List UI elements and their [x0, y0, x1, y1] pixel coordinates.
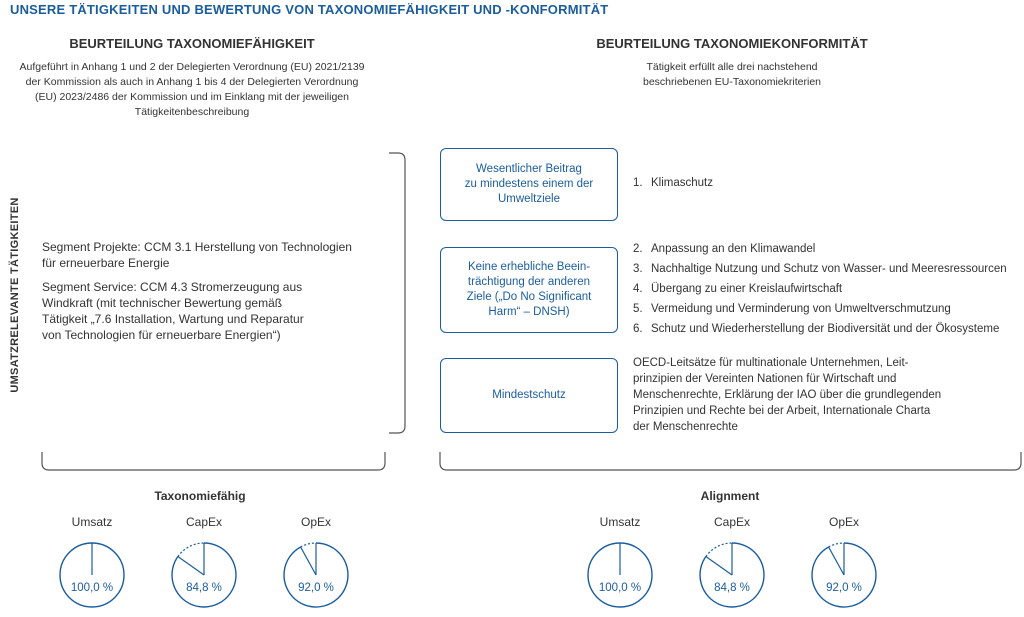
- box-line: Harm“ – DNSH): [488, 306, 570, 318]
- box-line: trächtigung der anderen: [467, 276, 591, 288]
- segment-service-line: Tätigkeit „7.6 Installation, Wartung und…: [42, 312, 304, 326]
- pie-slice-value: [699, 542, 765, 608]
- left-description-line: der Kommission als auch in Anhang 1 bis …: [25, 76, 359, 88]
- pie-chart: [59, 542, 125, 608]
- pie-value: 92,0 %: [298, 582, 334, 594]
- criterion-text: Übergang zu einer Kreislaufwirtschaft: [651, 283, 843, 295]
- criterion-item: 6. Schutz und Wiederherstellung der Biodi…: [633, 323, 999, 335]
- right-curly-bracket: [389, 152, 406, 434]
- right-bottom-bracket: [439, 452, 1022, 471]
- pie-value: 100,0 %: [598, 582, 642, 594]
- pie-slice-remainder: [177, 542, 205, 557]
- criterion-number: 4.: [633, 283, 643, 295]
- right-description-line: Tätigkeit erfüllt alle drei nachstehend: [646, 61, 818, 73]
- left-heading: BEURTEILUNG TAXONOMIEFÄHIGKEIT: [69, 36, 315, 51]
- criterion-text: Nachhaltige Nutzung und Schutz von Wasse…: [651, 263, 1007, 275]
- criterion-number: 5.: [633, 303, 643, 315]
- right-heading: BEURTEILUNG TAXONOMIEKONFORMITÄT: [596, 36, 868, 51]
- segment-projects-line: für erneuerbare Energie: [42, 256, 170, 270]
- pie-slice-value: [283, 542, 349, 608]
- page-title: UNSERE TÄTIGKEITEN UND BEWERTUNG VON TAX…: [10, 2, 609, 17]
- left-description-line: Aufgeführt in Anhang 1 und 2 der Delegie…: [19, 61, 365, 73]
- box-substantial-contribution: Wesentlicher Beitrag zu mindestens einem…: [440, 148, 618, 221]
- segment-service-line: Segment Service: CCM 4.3 Stromerzeugung …: [42, 280, 303, 294]
- criterion-text: Schutz und Wiederherstellung der Biodive…: [651, 323, 1000, 335]
- box-minimum-safeguards: Mindestschutz: [440, 358, 618, 433]
- pie-radius-line: [300, 546, 317, 576]
- minimum-safeguards-text: OECD-Leitsätze für multinationale Untern…: [633, 355, 1018, 435]
- oecd-line: Prinzipien und Rechte bei der Arbeit, In…: [633, 405, 931, 417]
- pie-slice-remainder: [705, 542, 733, 557]
- criterion-number: 6.: [633, 323, 643, 335]
- criterion-item: 1. Klimaschutz: [633, 177, 713, 189]
- pie-slice-value: [171, 542, 237, 608]
- oecd-line: prinzipien der Vereinten Nationen für Wi…: [633, 373, 897, 385]
- segment-service-line: Windkraft (mit technischer Bewertung gem…: [42, 296, 283, 310]
- criterion-text: Anpassung an den Klimawandel: [651, 243, 816, 255]
- pie-value: 84,8 %: [714, 582, 750, 594]
- pie-chart: [811, 542, 877, 608]
- left-description-line: (EU) 2023/2486 der Kommission und im Ein…: [35, 91, 349, 103]
- box-line: Ziele („Do No Significant: [466, 291, 592, 303]
- criterion-number: 3.: [633, 263, 643, 275]
- oecd-line: der Menschenrechte: [633, 421, 738, 433]
- oecd-line: Menschenrechte, Erklärung der IAO über d…: [633, 389, 942, 401]
- box-line: Keine erhebliche Beein-: [467, 261, 591, 273]
- pie-label: OpEx: [828, 515, 859, 529]
- criterion-item: 2. Anpassung an den Klimawandel: [633, 243, 815, 255]
- pie-chart: [171, 542, 237, 608]
- chart-group-title-taxonomy-eligible: Taxonomiefähig: [154, 489, 246, 503]
- box-line: Mindestschutz: [492, 389, 566, 401]
- pie-radius-line: [828, 546, 845, 576]
- pie-label: CapEx: [713, 515, 751, 529]
- box-line: Umweltziele: [497, 193, 560, 205]
- segment-projects-line: Segment Projekte: CCM 3.1 Herstellung vo…: [42, 240, 352, 254]
- pie-slice-remainder: [828, 542, 845, 548]
- criterion-text: Vermeidung und Verminderung von Umweltve…: [651, 303, 951, 315]
- criterion-item: 4. Übergang zu einer Kreislaufwirtschaft: [633, 283, 842, 295]
- pie-radius-line: [705, 556, 733, 576]
- pie-label: OpEx: [300, 515, 331, 529]
- pie-value: 84,8 %: [186, 582, 222, 594]
- pie-value: 100,0 %: [70, 582, 114, 594]
- box-line: Wesentlicher Beitrag: [476, 163, 582, 175]
- pie-chart: [587, 542, 653, 608]
- criterion-item: 5. Vermeidung und Verminderung von Umwelt…: [633, 303, 951, 315]
- criterion-number: 1.: [633, 177, 643, 189]
- pie-slice-value: [811, 542, 877, 608]
- left-description-line: Tätigkeitenbeschreibung: [134, 106, 250, 118]
- pie-label: Umsatz: [599, 515, 641, 529]
- oecd-line: OECD-Leitsätze für multinationale Untern…: [633, 357, 909, 369]
- pie-slice-remainder: [300, 542, 317, 548]
- criterion-item: 3. Nachhaltige Nutzung und Schutz von Was…: [633, 263, 1007, 275]
- box-dnsh: Keine erhebliche Beein- trächtigung der …: [440, 247, 618, 333]
- pie-label: CapEx: [185, 515, 223, 529]
- segment-service: Segment Service: CCM 4.3 Stromerzeugung …: [42, 279, 382, 343]
- right-description-line: beschriebenen EU-Taxonomiekriterien: [642, 76, 821, 88]
- pie-value: 92,0 %: [826, 582, 862, 594]
- segment-service-line: von Technologien für erneuerbare Energie…: [42, 328, 281, 342]
- criterion-text: Klimaschutz: [651, 177, 713, 189]
- left-bottom-bracket: [41, 452, 386, 471]
- pie-radius-line: [177, 556, 205, 576]
- left-description: Aufgeführt in Anhang 1 und 2 der Delegie…: [0, 60, 384, 120]
- segment-projects: Segment Projekte: CCM 3.1 Herstellung vo…: [42, 239, 382, 271]
- box-line: zu mindestens einem der: [464, 178, 594, 190]
- criterion-number: 2.: [633, 243, 643, 255]
- pie-label: Umsatz: [71, 515, 113, 529]
- pie-chart: [283, 542, 349, 608]
- right-description: Tätigkeit erfüllt alle drei nachstehend …: [582, 60, 882, 90]
- chart-group-title-alignment: Alignment: [700, 489, 760, 503]
- pie-chart: [699, 542, 765, 608]
